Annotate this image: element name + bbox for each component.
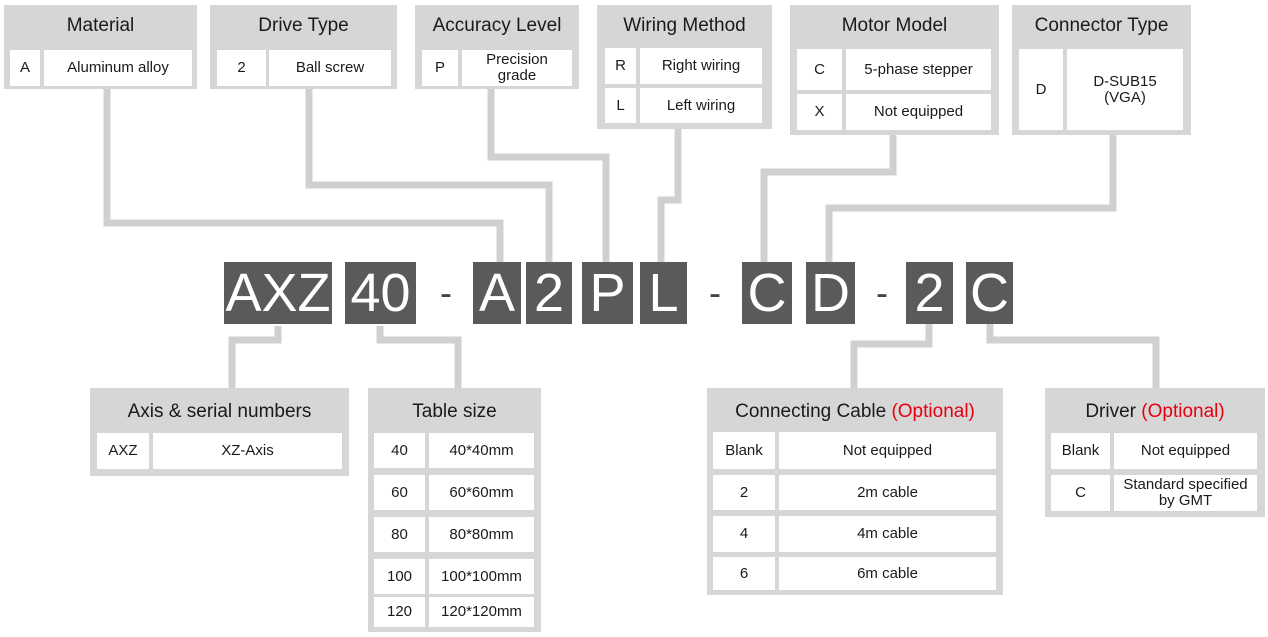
material-code-A: A xyxy=(10,50,40,86)
cable-code-4: 4 xyxy=(713,516,775,552)
driver-code-blank: Blank xyxy=(1051,433,1110,469)
cable-desc-2m: 2m cable xyxy=(779,475,996,510)
wiring-method-panel: Wiring Method R Right wiring L Left wiri… xyxy=(597,5,772,129)
code-box-40: 40 xyxy=(345,262,416,324)
connector-axis-serial xyxy=(228,326,282,390)
code-box-motor: C xyxy=(742,262,792,324)
table-size-title: Table size xyxy=(412,401,497,422)
table-size-code-120: 120 xyxy=(374,597,425,627)
table-size-code-80: 80 xyxy=(374,517,425,552)
code-separator-1: - xyxy=(440,272,452,313)
cable-desc-6m: 6m cable xyxy=(779,557,996,590)
code-box-wiring: L xyxy=(640,262,687,324)
driver-desc-standard-gmt: Standard specified by GMT xyxy=(1114,475,1257,511)
material-title: Material xyxy=(66,15,135,36)
driver-title: Driver (Optional) xyxy=(1045,402,1265,421)
table-size-desc-60: 60*60mm xyxy=(429,475,534,510)
drive-type-desc-ball-screw: Ball screw xyxy=(269,50,391,86)
drive-type-code-2: 2 xyxy=(217,50,266,86)
connector-type-desc-dsub15: D-SUB15 (VGA) xyxy=(1067,49,1183,130)
motor-model-code-X: X xyxy=(797,94,842,130)
motor-model-desc-not-equipped: Not equipped xyxy=(846,94,991,130)
table-size-code-40: 40 xyxy=(374,433,425,468)
drive-type-title: Drive Type xyxy=(258,15,349,36)
connecting-cable-title-text: Connecting Cable xyxy=(735,401,887,422)
driver-desc-not-equipped: Not equipped xyxy=(1114,433,1257,469)
code-box-axz: AXZ xyxy=(224,262,332,324)
wiring-method-desc-right: Right wiring xyxy=(640,48,762,84)
motor-model-desc-5-phase: 5-phase stepper xyxy=(846,49,991,90)
axis-serial-title: Axis & serial numbers xyxy=(127,401,312,422)
wiring-method-title: Wiring Method xyxy=(623,15,746,36)
code-box-material: A xyxy=(473,262,521,324)
material-panel: Material A Aluminum alloy xyxy=(4,5,197,89)
table-size-desc-80: 80*80mm xyxy=(429,517,534,552)
wiring-method-code-R: R xyxy=(605,48,636,84)
connecting-cable-panel: Connecting Cable (Optional) Blank Not eq… xyxy=(707,388,1003,595)
cable-code-2: 2 xyxy=(713,475,775,510)
driver-title-text: Driver xyxy=(1085,401,1136,422)
connector-accuracy-level xyxy=(487,88,610,262)
axis-serial-desc-xz: XZ-Axis xyxy=(153,433,342,469)
code-box-accuracy: P xyxy=(582,262,633,324)
connector-driver xyxy=(986,324,1160,390)
cable-code-blank: Blank xyxy=(713,432,775,469)
cable-code-6: 6 xyxy=(713,557,775,590)
connecting-cable-title: Connecting Cable (Optional) xyxy=(707,402,1003,421)
connecting-cable-optional: (Optional) xyxy=(891,401,975,422)
connector-type-code-D: D xyxy=(1019,49,1063,130)
connector-type-panel: Connector Type D D-SUB15 (VGA) xyxy=(1012,5,1191,135)
connector-motor-model xyxy=(760,134,897,262)
material-desc-aluminum: Aluminum alloy xyxy=(44,50,192,86)
code-box-driver: C xyxy=(966,262,1013,324)
drive-type-panel: Drive Type 2 Ball screw xyxy=(210,5,397,89)
cable-desc-4m: 4m cable xyxy=(779,516,996,552)
table-size-desc-120: 120*120mm xyxy=(429,597,534,627)
connector-material xyxy=(103,88,504,262)
wiring-method-code-L: L xyxy=(605,88,636,123)
connector-drive-type xyxy=(305,88,553,262)
table-size-code-100: 100 xyxy=(374,559,425,594)
motor-model-panel: Motor Model C 5-phase stepper X Not equi… xyxy=(790,5,999,135)
motor-model-code-C: C xyxy=(797,49,842,90)
accuracy-level-code-P: P xyxy=(422,50,458,86)
code-separator-3: - xyxy=(876,272,888,313)
connector-connecting-cable xyxy=(850,324,933,390)
driver-optional: (Optional) xyxy=(1141,401,1225,422)
accuracy-level-desc-precision: Precision grade xyxy=(462,50,572,86)
code-box-connector: D xyxy=(806,262,855,324)
axis-serial-code-axz: AXZ xyxy=(97,433,149,469)
code-box-drive-type: 2 xyxy=(526,262,572,324)
accuracy-level-title: Accuracy Level xyxy=(432,15,562,36)
wiring-method-desc-left: Left wiring xyxy=(640,88,762,123)
table-size-code-60: 60 xyxy=(374,475,425,510)
table-size-desc-100: 100*100mm xyxy=(429,559,534,594)
table-size-panel: Table size 40 40*40mm 60 60*60mm 80 80*8… xyxy=(368,388,541,632)
driver-code-C: C xyxy=(1051,475,1110,511)
connector-connector-type xyxy=(825,134,1117,262)
table-size-desc-40: 40*40mm xyxy=(429,433,534,468)
driver-panel: Driver (Optional) Blank Not equipped C S… xyxy=(1045,388,1265,517)
axis-serial-panel: Axis & serial numbers AXZ XZ-Axis xyxy=(90,388,349,476)
connector-type-title: Connector Type xyxy=(1034,15,1169,36)
connector-wiring-method xyxy=(657,128,682,262)
code-separator-2: - xyxy=(709,272,721,313)
connector-table-size xyxy=(376,326,462,390)
cable-desc-not-equipped: Not equipped xyxy=(779,432,996,469)
accuracy-level-panel: Accuracy Level P Precision grade xyxy=(415,5,579,89)
motor-model-title: Motor Model xyxy=(841,15,948,36)
code-box-cable: 2 xyxy=(906,262,953,324)
